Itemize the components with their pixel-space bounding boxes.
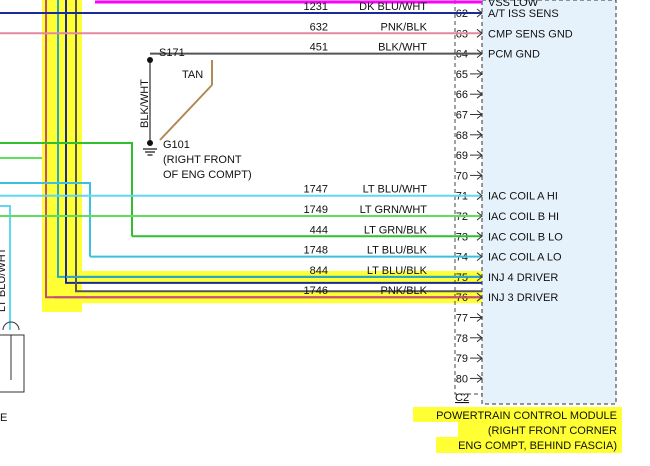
left-fragment: LT BLU/WHT E [0,247,25,424]
left-terminal-symbol [2,321,20,331]
module-title: POWERTRAIN CONTROL MODULE (RIGHT FRONT C… [413,407,622,453]
pin-terminal-80 [476,374,483,383]
pin-number-67: 67 [456,110,468,122]
pin-terminal-68 [476,130,483,140]
circuit-number-72: 1749 [304,204,328,216]
wire-color-76: PNK/BLK [381,285,428,297]
circuit-number-76: 1746 [304,285,328,297]
function-label-62: A/T ISS SENS [488,8,559,20]
wire-color-71: LT BLU/WHT [363,184,428,196]
circuit-number-71: 1747 [304,184,328,196]
ground-label: G101 [163,139,190,151]
wire-color-72: LT GRN/WHT [360,204,428,216]
harness-blk-wire [75,0,482,293]
left-bottom-letter: E [0,412,7,424]
wire-color-74: LT BLU/BLK [367,245,428,257]
function-label-75: INJ 4 DRIVER [488,272,558,284]
ground-location-line2: OF ENG COMPT) [163,169,252,181]
left-cyan-wire [0,205,11,330]
pin-terminal-72 [476,211,483,221]
pin-number-68: 68 [456,130,468,142]
pin-terminal-62 [476,8,483,18]
circuit-number-75: 844 [310,265,328,277]
ground-g101: G101 (RIGHT FRONT OF ENG COMPT) [143,139,252,181]
ground-location-line1: (RIGHT FRONT [163,154,242,166]
function-label-72: IAC COIL B HI [488,211,559,223]
pin-terminal-71 [476,191,483,201]
module-title-line1: POWERTRAIN CONTROL MODULE [436,410,617,422]
wire-color-63: PNK/BLK [381,21,428,33]
module-title-line2: (RIGHT FRONT CORNER [488,425,617,437]
title-highlight-line1 [413,407,622,422]
pin-terminal-63 [476,28,483,38]
pin-terminal-76 [476,292,483,302]
pin-terminal-69 [476,150,483,160]
wire-color-73: LT GRN/BLK [364,224,428,236]
pin-terminal-65 [476,69,483,79]
function-label-64: PCM GND [488,49,540,61]
function-vss-low: VSS LOW [488,0,539,9]
function-label-76: INJ 3 DRIVER [488,292,558,304]
ground-dot [147,140,153,146]
pin-terminal-77 [476,313,483,322]
wire-color-64: BLK/WHT [378,42,427,54]
pin-terminal-74 [476,252,483,261]
function-label-63: CMP SENS GND [488,28,573,40]
circuit-number-62: 1231 [304,1,328,13]
pin-number-79: 79 [456,353,468,365]
title-highlight-line3 [436,437,622,453]
circuit-number-73: 444 [310,224,328,236]
function-label-71: IAC COIL A HI [488,191,558,203]
pin-terminal-64 [476,49,483,58]
left-vertical-label: LT BLU/WHT [0,247,8,312]
pin-terminal-73 [476,231,483,241]
tan-color-label: TAN [182,69,203,81]
wire-color-75: LT BLU/BLK [367,265,428,277]
pin-terminal-70 [476,171,483,180]
circuit-number-64: 451 [310,42,328,54]
connector-c2-outline [454,0,482,395]
pin-number-78: 78 [456,333,468,345]
connector-label: C2 [455,392,469,404]
splice-label: S171 [159,47,185,59]
pin-number-65: 65 [456,69,468,81]
blk-wht-color-label: BLK/WHT [139,79,151,128]
pin-terminal-79 [476,353,483,363]
iac-b-lo-turn [0,142,133,237]
left-component-outline [0,334,25,393]
title-highlight-line2 [458,422,622,437]
pin-terminal-66 [476,89,483,99]
harness-dk-blu-wire [65,0,482,284]
iac-a-lo-turn [0,182,91,257]
pin-terminal-78 [476,333,483,343]
pin-number-66: 66 [456,89,468,101]
function-label-74: IAC COIL A LO [488,252,562,264]
pin-number-69: 69 [456,150,468,162]
module-title-line3: ENG COMPT, BEHIND FASCIA) [458,440,617,452]
pin-number-77: 77 [456,313,468,325]
splice-s171: S171 TAN BLK/WHT [139,47,213,142]
wire-color-62: DK BLU/WHT [359,1,427,13]
pin-terminal-67 [476,110,483,119]
pin-number-80: 80 [456,373,468,385]
tan-diag-wire [159,84,213,141]
pin-terminal-75 [476,272,483,282]
circuit-number-74: 1748 [304,245,328,257]
function-label-73: IAC COIL B LO [488,231,563,243]
pin-number-70: 70 [456,170,468,182]
circuit-number-63: 632 [310,21,328,33]
pcm-module-box [481,0,617,405]
splice-dot [147,57,153,63]
